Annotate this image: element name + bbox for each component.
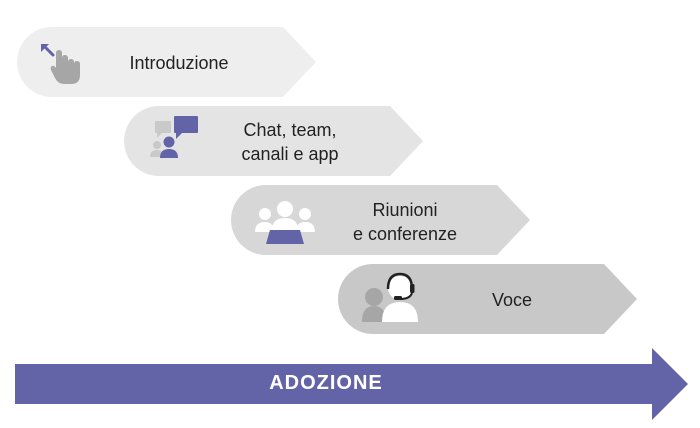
step-3-shape (231, 185, 530, 255)
step-1-label: Introduzione (129, 53, 229, 73)
step-2-shape (124, 106, 423, 176)
step-3-label: Riunioni e conferenze (352, 200, 458, 244)
step-1-shape (17, 27, 316, 97)
headset-icon (362, 272, 418, 322)
chat-icon (150, 116, 198, 158)
step-2-label: Chat, team, canali e app (241, 120, 339, 164)
step-4-label: Voce (491, 290, 533, 310)
hand-pointer-icon (41, 44, 80, 84)
adoption-arrow-shape (15, 348, 688, 420)
meeting-icon (255, 201, 315, 244)
adoption-arrow-label: ADOZIONE (269, 372, 383, 394)
